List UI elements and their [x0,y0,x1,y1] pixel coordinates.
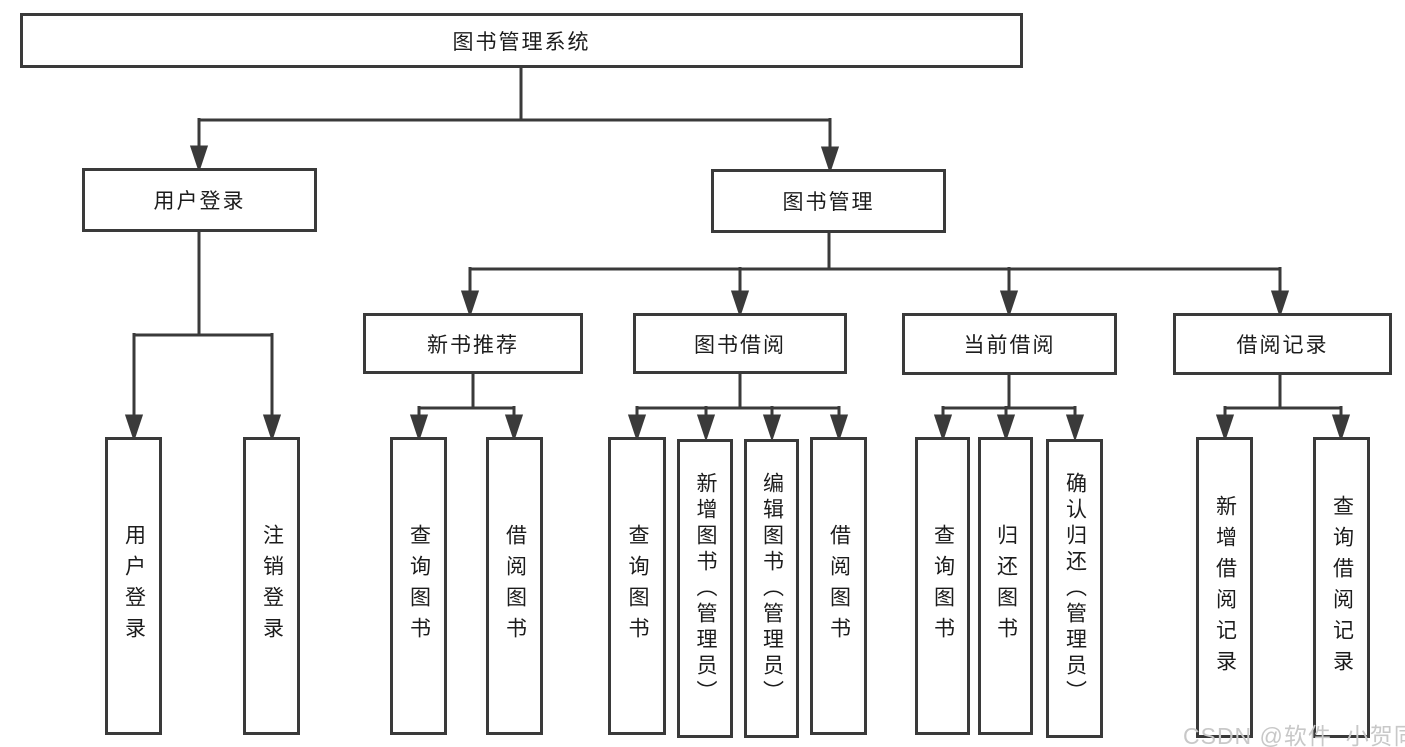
node-book-management: 图书管理 [711,169,946,233]
leaf-borrow-books-1: 借阅图书 [486,437,543,735]
leaf-logout-label: 注销登录 [260,524,284,648]
node-current-borrowing-label: 当前借阅 [963,334,1056,357]
leaf-query-borrow-record: 查询借阅记录 [1313,437,1370,738]
leaf-return-books: 归还图书 [978,437,1033,735]
node-book-borrowing-label: 图书借阅 [694,333,786,357]
node-borrowing-records-label: 借阅记录 [1236,334,1329,357]
leaf-add-borrow-record-label: 新增借阅记录 [1213,494,1237,681]
leaf-query-books-1-label: 查询图书 [407,524,431,648]
leaf-query-books-3: 查询图书 [915,437,970,735]
leaf-logout: 注销登录 [243,437,300,735]
leaf-confirm-return-admin: 确认归还（管理员） [1046,439,1103,738]
leaf-borrow-books-2-label: 借阅图书 [827,524,851,648]
leaf-query-books-2-label: 查询图书 [626,524,649,648]
node-current-borrowing: 当前借阅 [902,313,1117,375]
leaf-return-books-label: 归还图书 [994,524,1018,648]
node-library-management-system-label: 图书管理系统 [452,30,591,54]
leaf-edit-books-admin-label: 编辑图书（管理员） [760,471,784,706]
leaf-confirm-return-admin-label: 确认归还（管理员） [1063,471,1087,706]
leaf-user-login: 用户登录 [105,437,162,735]
leaf-query-books-2: 查询图书 [608,437,666,735]
leaf-query-borrow-record-label: 查询借阅记录 [1330,494,1354,681]
node-borrowing-records: 借阅记录 [1173,313,1392,375]
watermark: CSDN @软件_小贺同学 [1183,723,1405,747]
node-book-management-label: 图书管理 [782,191,875,214]
node-user-login-label: 用户登录 [153,190,246,213]
node-new-book-recommendation: 新书推荐 [363,313,583,374]
leaf-query-books-3-label: 查询图书 [931,524,955,648]
leaf-borrow-books-1-label: 借阅图书 [503,524,527,648]
leaf-query-books-1: 查询图书 [390,437,447,735]
leaf-add-borrow-record: 新增借阅记录 [1196,437,1253,738]
leaf-edit-books-admin: 编辑图书（管理员） [744,439,799,738]
leaf-add-books-admin-label: 新增图书（管理员） [694,471,717,706]
leaf-user-login-label: 用户登录 [122,524,146,648]
node-user-login: 用户登录 [82,168,317,232]
node-book-borrowing: 图书借阅 [633,313,847,374]
leaf-add-books-admin: 新增图书（管理员） [677,439,733,738]
leaf-borrow-books-2: 借阅图书 [810,437,867,735]
node-new-book-recommendation-label: 新书推荐 [427,333,519,357]
node-library-management-system: 图书管理系统 [20,13,1023,68]
connector-group [124,68,1351,442]
